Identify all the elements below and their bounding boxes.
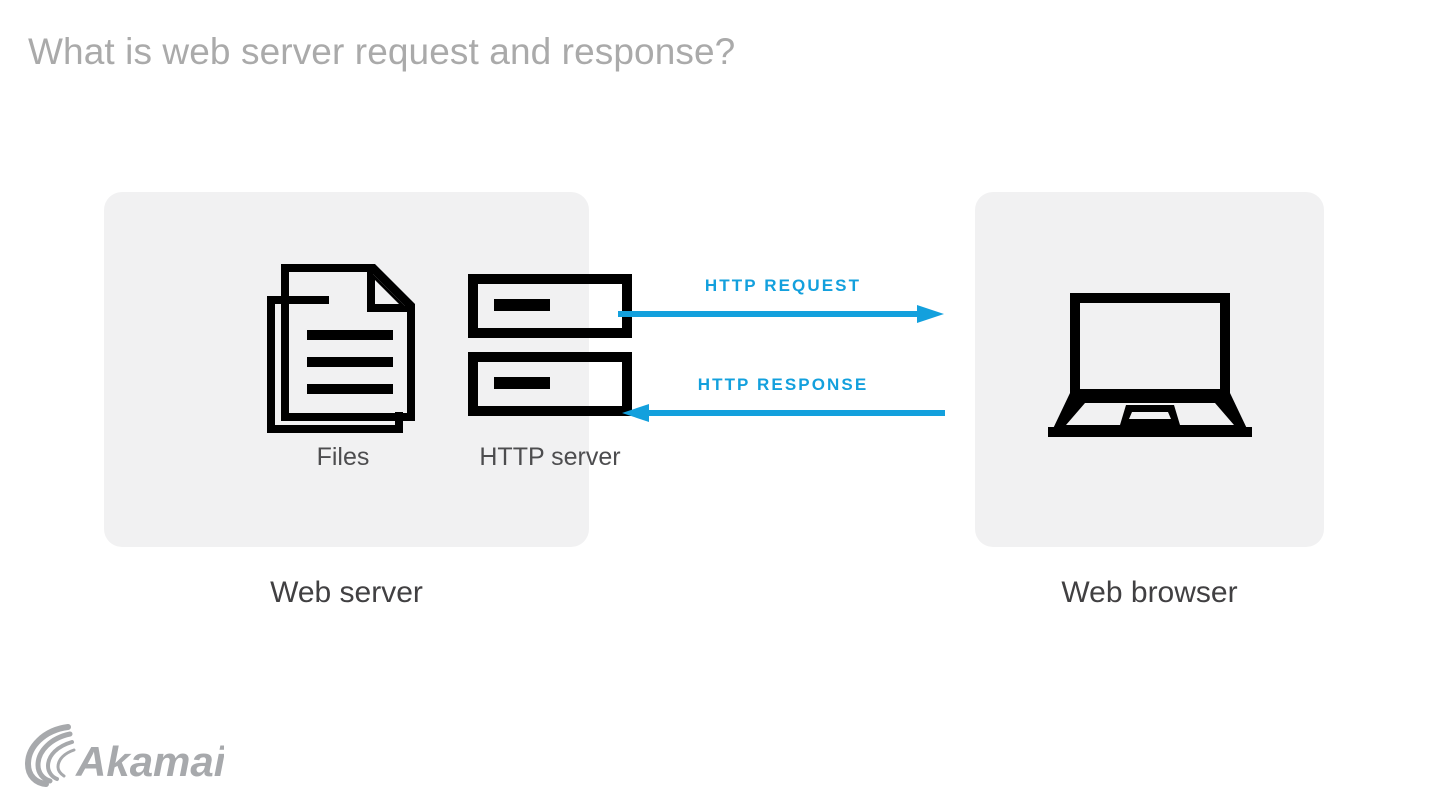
http-response-label: HTTP RESPONSE	[697, 375, 869, 394]
server-rack-icon	[464, 252, 636, 437]
documents-icon	[263, 252, 423, 437]
laptop-group	[975, 192, 1324, 547]
web-browser-caption: Web browser	[1061, 576, 1238, 609]
files-group: Files	[237, 252, 449, 472]
akamai-wordmark: Akamai	[75, 738, 224, 785]
web-server-caption: Web server	[270, 576, 423, 609]
http-response-arrow-group: HTTP RESPONSE	[612, 375, 954, 433]
arrow-left-icon	[622, 404, 945, 422]
web-server-panel: Files HTTP server	[104, 192, 632, 547]
web-browser-panel	[975, 192, 1324, 547]
arrow-right-icon	[618, 305, 944, 323]
laptop-icon	[1044, 287, 1256, 452]
page-title: What is web server request and response?	[28, 31, 736, 72]
akamai-logo: Akamai	[24, 722, 227, 788]
http-server-group: HTTP server	[444, 252, 656, 472]
http-request-arrow-group: HTTP REQUEST	[612, 276, 954, 334]
files-label: Files	[316, 443, 370, 471]
http-request-label: HTTP REQUEST	[704, 276, 862, 295]
http-server-label: HTTP server	[479, 443, 621, 471]
akamai-swirl-icon	[24, 724, 76, 787]
